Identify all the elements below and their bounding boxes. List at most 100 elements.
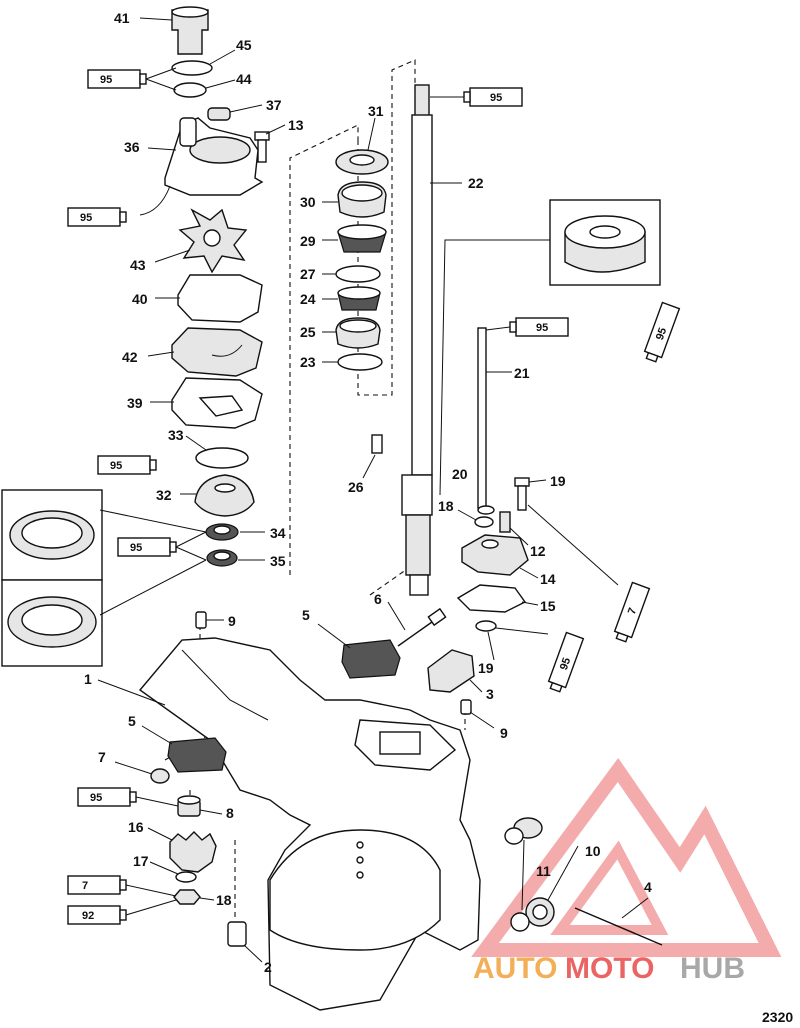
part-5-anode-upper (317, 623, 401, 679)
part-12-fitting (499, 511, 529, 546)
sealant-tube-95-f: 95 (485, 317, 569, 337)
callout-15: 15 (540, 598, 556, 614)
callout-26: 24 (300, 291, 316, 307)
part-2-bolt (227, 921, 263, 963)
sealant-tube-95-g: 95 (643, 301, 681, 363)
callout-5-lower: 5 (128, 713, 136, 729)
callout-7: 7 (98, 749, 106, 765)
part-5-anode-lower (141, 725, 227, 773)
callout-42: 43 (130, 257, 146, 273)
part-4-shaft (574, 897, 663, 946)
callout-14: 14 (540, 571, 556, 587)
watermark-logo: AUTO MOTO HUB (471, 757, 782, 985)
diagram-number: 2320 (762, 1009, 793, 1025)
callout-17: 17 (133, 853, 149, 869)
sealant-tube-95-c: 95 (97, 455, 157, 475)
sealant-tube-7-b: 7 (67, 875, 177, 897)
callout-29: 27 (300, 266, 316, 282)
part-9-pin-left (195, 611, 224, 629)
watermark-word-hub: HUB (680, 952, 745, 985)
tube-label-92: 92 (82, 910, 94, 922)
part-14-shift-cover (461, 534, 539, 579)
part-39-gasket (150, 377, 263, 429)
callout-6: 6 (374, 591, 382, 607)
sealant-tube-95-b: 95 (67, 207, 127, 227)
tube-label-95-g: 95 (654, 326, 669, 342)
part-9-pin-right (460, 699, 495, 729)
shift-seal-detail-box (439, 199, 661, 496)
callout-23: 21 (514, 365, 530, 381)
callout-37: 36 (124, 139, 140, 155)
callout-24: 22 (468, 175, 484, 191)
sealant-tube-95-a: 95 (87, 67, 177, 91)
callout-40: 40 (132, 291, 148, 307)
part-45-seal (171, 49, 236, 76)
callout-22: 20 (452, 466, 468, 482)
callout-13: 13 (288, 117, 304, 133)
tube-label-95-i: 95 (90, 792, 102, 804)
callout-16: 16 (128, 819, 144, 835)
callout-19: 18 (438, 498, 454, 514)
callout-43: 41 (114, 10, 130, 26)
part-38-plug (207, 104, 263, 121)
tube-label-95-c: 95 (110, 460, 122, 472)
callout-44: 44 (236, 71, 252, 87)
part-43-housing-cap (139, 6, 209, 55)
tube-label-95-b: 95 (80, 212, 92, 224)
callout-9-left: 9 (228, 613, 236, 629)
part-25-ring (322, 353, 383, 371)
callout-45: 45 (236, 37, 252, 53)
part-22-washer (477, 484, 495, 515)
callout-21: 19 (550, 473, 566, 489)
part-42-impeller (154, 208, 248, 274)
callout-38: 37 (266, 97, 282, 113)
part-13-bolt (254, 124, 286, 163)
part-29-ring (322, 265, 381, 283)
part-8-bushing (177, 795, 223, 817)
part-40-gasket (155, 274, 263, 323)
sealant-tube-95-d: 95 (117, 531, 207, 561)
callout-36: 35 (270, 553, 286, 569)
callout-32: 31 (368, 103, 384, 119)
part-31-cup (322, 181, 387, 218)
callout-30: 29 (300, 233, 316, 249)
tube-label-7-b: 7 (82, 880, 88, 892)
part-24-drive-shaft (401, 84, 462, 596)
watermark-word-moto: MOTO (565, 952, 654, 985)
callout-33: 32 (156, 487, 172, 503)
part-27-cup (322, 317, 381, 349)
callout-39: 39 (127, 395, 143, 411)
part-26-bearing (322, 286, 381, 311)
part-44-seal (173, 79, 236, 98)
part-3-anode (427, 649, 483, 693)
part-32-retainer (335, 117, 389, 175)
sealant-tube-7-a: 7 (613, 581, 651, 643)
part-7-nut-upper (114, 761, 170, 784)
part-30-bearing (322, 224, 387, 253)
part-23-shift-rod (477, 327, 512, 509)
callout-5-upper: 5 (302, 607, 310, 623)
part-6-bolt (387, 601, 447, 647)
seal-detail-box (1, 489, 207, 667)
callout-8: 8 (226, 805, 234, 821)
part-19-o-ring (457, 509, 494, 528)
callout-11: 11 (536, 863, 551, 879)
part-41-plate (147, 327, 263, 377)
part-17-washer (149, 861, 197, 883)
callout-35: 34 (270, 525, 286, 541)
part-15-gasket (456, 584, 539, 613)
part-34-o-ring (185, 435, 249, 469)
callout-3: 3 (486, 686, 494, 702)
part-11-washer (504, 827, 530, 932)
part-37-pump-housing (139, 117, 264, 216)
callout-9-right: 9 (500, 725, 508, 741)
tube-label-7-a: 7 (626, 606, 639, 616)
sealant-tube-92: 92 (67, 899, 177, 925)
tube-label-95-a: 95 (100, 74, 112, 86)
callout-10: 10 (585, 843, 601, 859)
tube-label-95-h: 95 (558, 656, 573, 672)
part-16-pinion-gear (147, 827, 217, 873)
callout-31: 30 (300, 194, 316, 210)
